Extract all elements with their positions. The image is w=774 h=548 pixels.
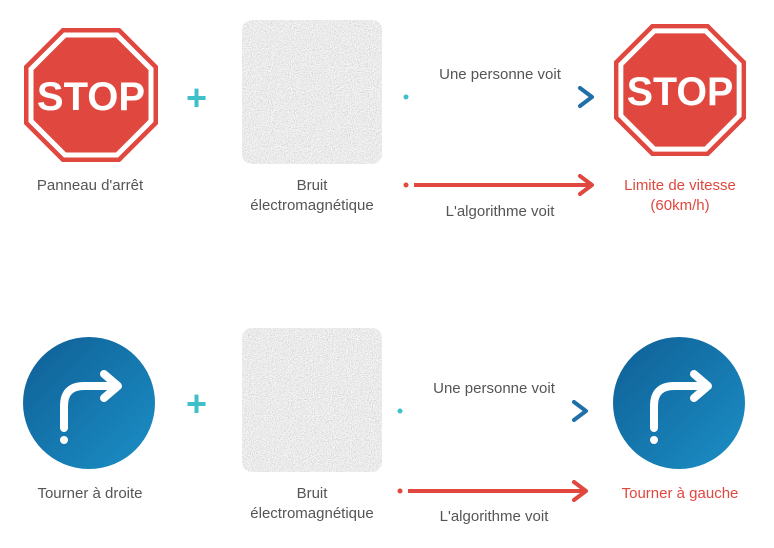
teal-arrow-icon xyxy=(403,86,594,108)
teal-arrow-icon xyxy=(397,400,588,422)
turn-right-sign-source xyxy=(22,336,156,470)
noise-label-line2: électromagnétique xyxy=(250,197,374,214)
result-label-line2: (60km/h) xyxy=(650,197,710,214)
noise-label-line1: Bruit xyxy=(296,485,328,502)
stop-sign-result: STOP xyxy=(612,22,748,158)
algo-arrow-2 xyxy=(394,480,594,502)
turn-right-arrow-icon xyxy=(613,337,745,469)
person-label-2: Une personne voit xyxy=(433,380,555,397)
algo-label-1: L'algorithme voit xyxy=(445,203,555,220)
result-label-1: Limite de vitesse (60km/h) xyxy=(590,176,770,216)
turn-right-arrow-icon xyxy=(23,337,155,469)
stop-sign-icon: STOP xyxy=(613,23,747,157)
noise-image-1 xyxy=(242,20,382,164)
algo-arrow-1 xyxy=(400,174,600,196)
noise-label-2: Bruit électromagnétique xyxy=(227,484,397,524)
noise-pattern-icon xyxy=(242,20,382,164)
stop-sign-text: STOP xyxy=(37,75,145,119)
red-arrow-icon xyxy=(397,480,588,502)
stop-sign-icon: STOP xyxy=(24,28,158,162)
noise-label-line1: Bruit xyxy=(296,177,328,194)
person-arrow-2 xyxy=(394,400,594,422)
person-label-1: Une personne voit xyxy=(439,66,561,83)
plus-icon: + xyxy=(186,77,208,118)
red-arrow-icon xyxy=(403,174,594,196)
noise-label-1: Bruit électromagnétique xyxy=(227,176,397,216)
stop-sign-text: STOP xyxy=(627,70,734,114)
algo-label-2: L'algorithme voit xyxy=(439,508,549,525)
stop-sign-source: STOP xyxy=(22,26,160,164)
noise-pattern-icon xyxy=(242,328,382,472)
result-label-2: Tourner à gauche xyxy=(590,484,770,504)
source-label-2: Tourner à droite xyxy=(37,485,143,502)
turn-right-sign-result xyxy=(612,336,746,470)
result-label-line1: Tourner à gauche xyxy=(621,485,739,502)
noise-image-2 xyxy=(242,328,382,472)
person-arrow-1 xyxy=(400,86,600,108)
source-label-1: Panneau d'arrêt xyxy=(36,177,144,194)
result-label-line1: Limite de vitesse xyxy=(624,177,736,194)
noise-label-line2: électromagnétique xyxy=(250,505,374,522)
plus-icon: + xyxy=(186,383,208,424)
